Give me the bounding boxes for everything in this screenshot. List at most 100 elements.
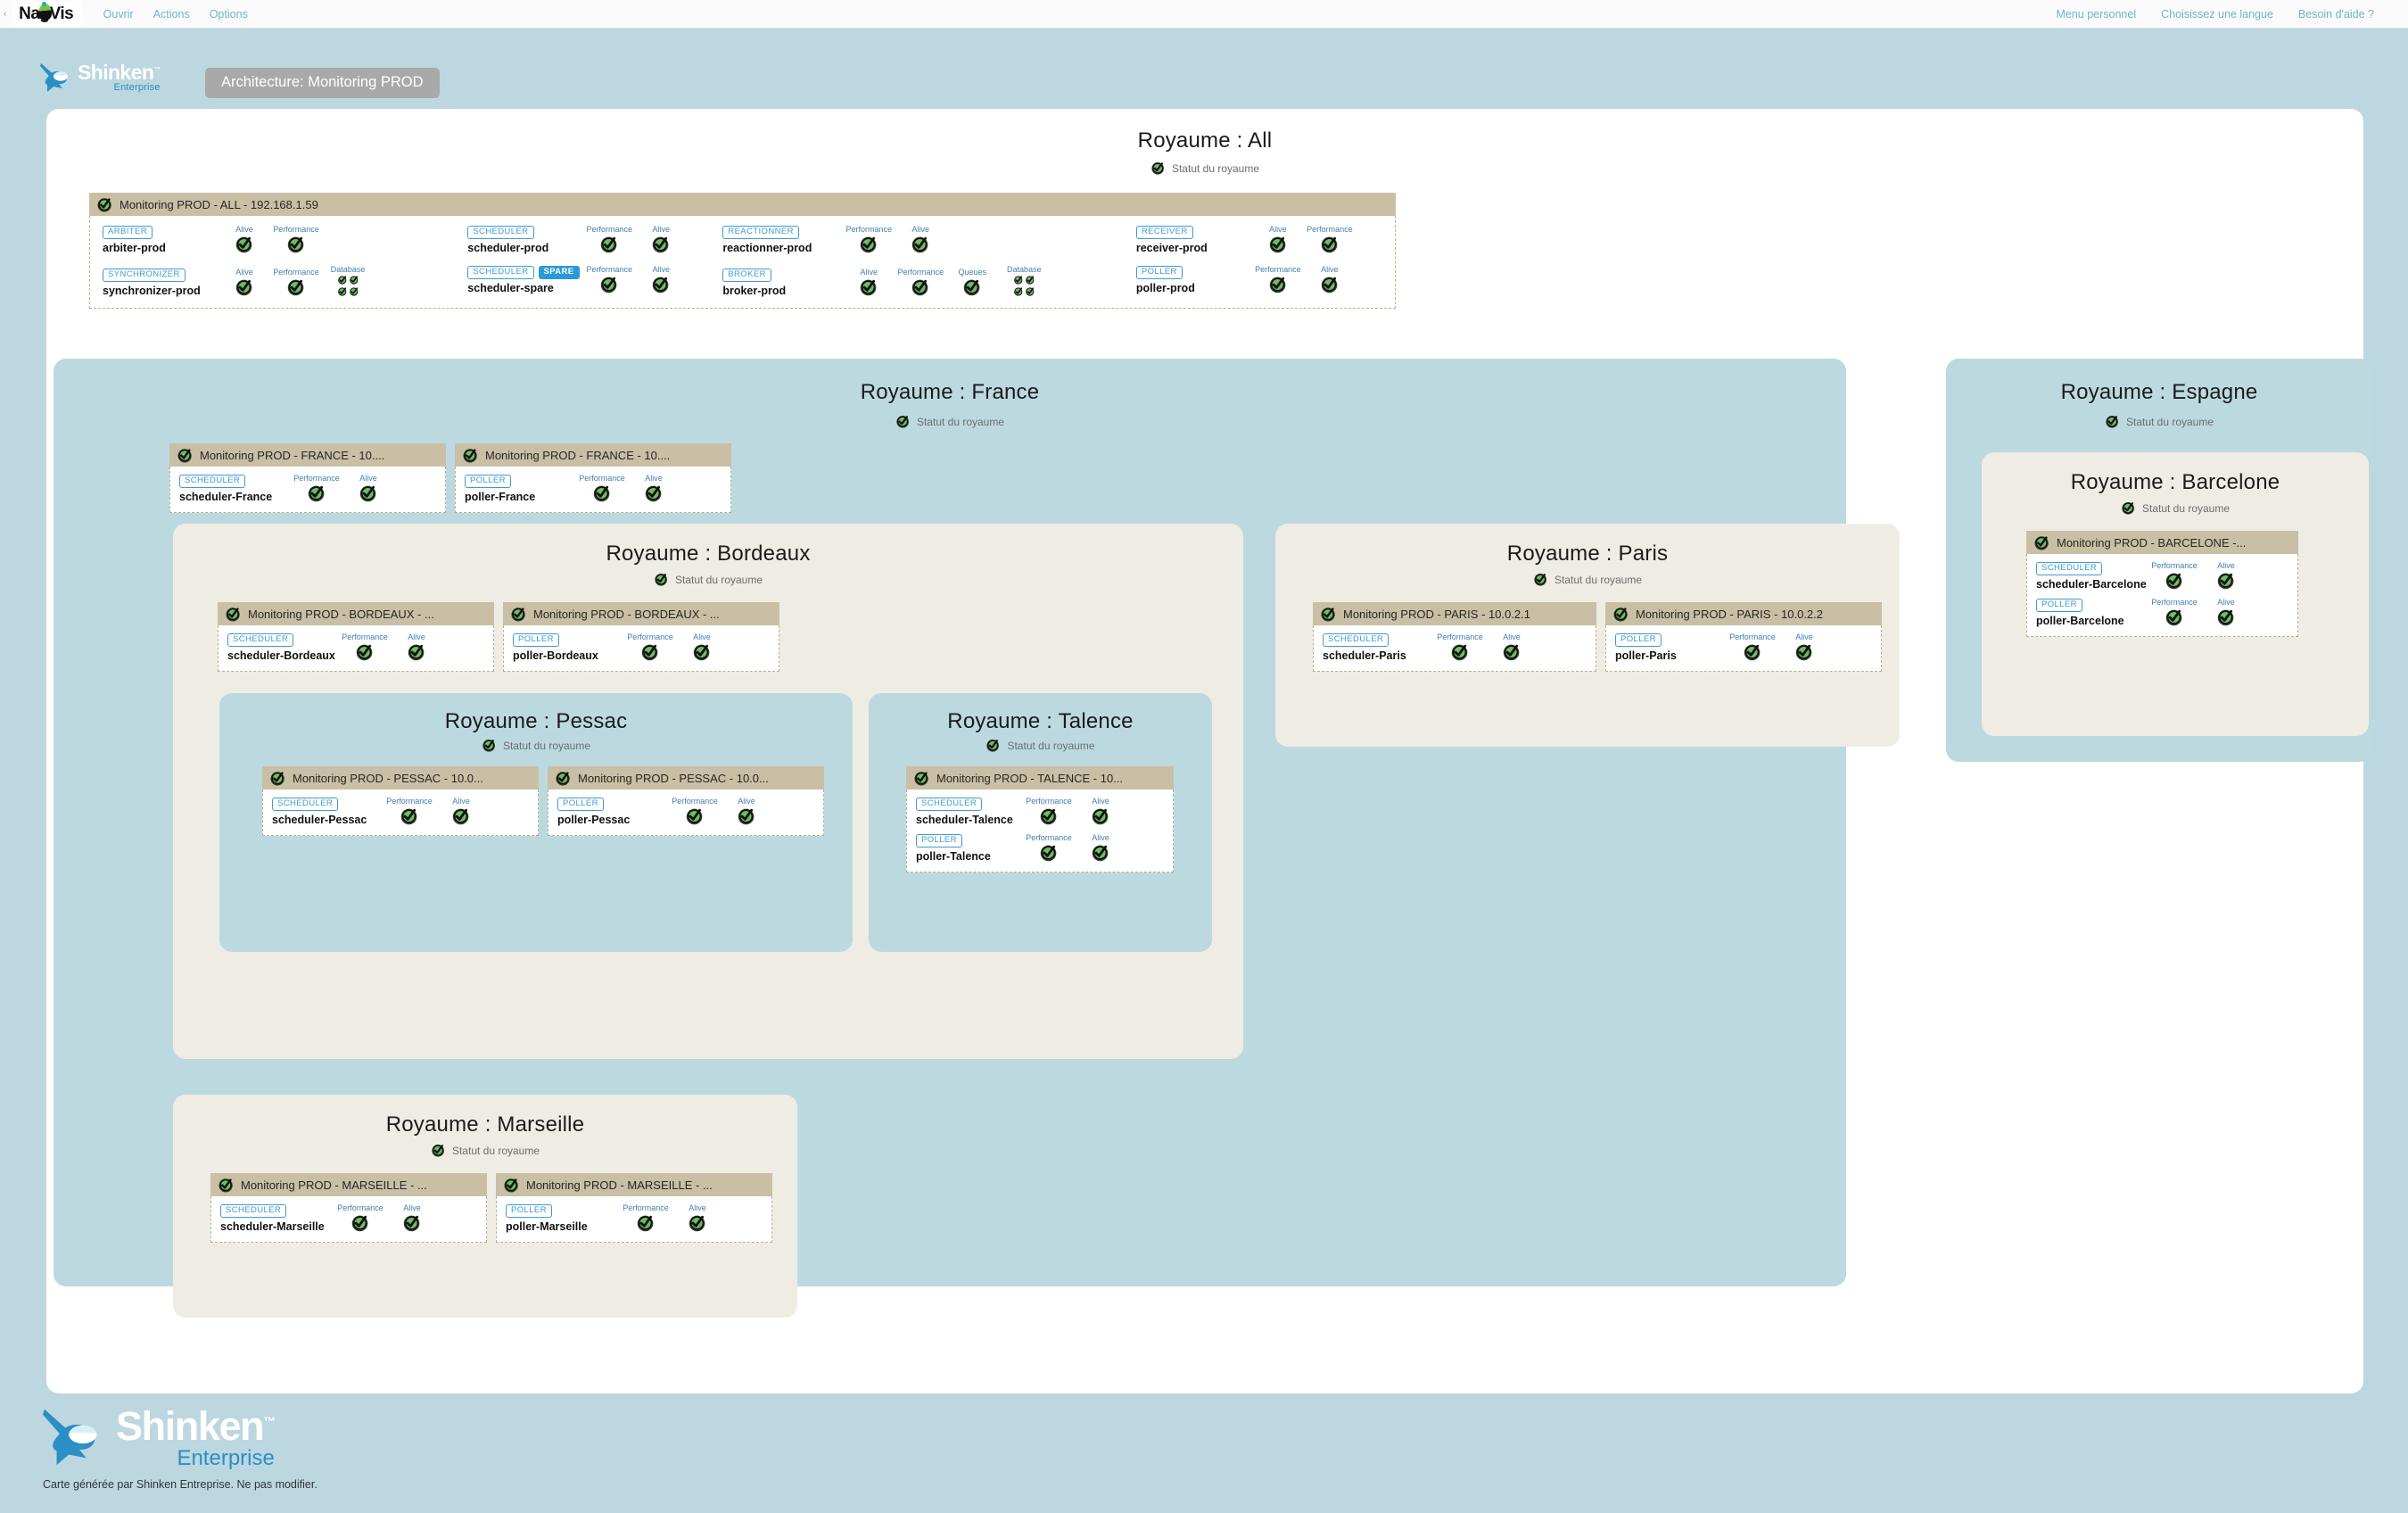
host-card-header[interactable]: Monitoring PROD - ALL - 192.168.1.59 (89, 193, 1396, 216)
host-card-header[interactable]: Monitoring PROD - MARSEILLE - ... (496, 1173, 772, 1196)
metric-performance[interactable]: Performance (1023, 797, 1075, 826)
host-card-header[interactable]: Monitoring PROD - FRANCE - 10.... (455, 443, 731, 467)
metric-alive[interactable]: Alive (435, 797, 487, 826)
nagvis-logo[interactable]: NagVis (11, 0, 81, 28)
service-identity[interactable]: SCHEDULER scheduler-France (179, 474, 291, 503)
metric-alive[interactable]: Alive (1075, 833, 1126, 863)
metric-performance[interactable]: Performance (895, 268, 946, 297)
royaume-status[interactable]: Statut du royaume (173, 1143, 797, 1158)
metric-alive[interactable]: Alive (342, 474, 394, 503)
royaume-france[interactable]: Royaume : France Statut du royaume Monit… (54, 359, 1900, 1318)
royaume-barcelone[interactable]: Royaume : Barcelone Statut du royaume Mo… (1982, 452, 2369, 736)
service-identity[interactable]: SCHEDULER scheduler-Talence (916, 797, 1023, 826)
royaume-pessac[interactable]: Royaume : Pessac Statut du royaume Monit… (219, 693, 853, 952)
host-card[interactable]: Monitoring PROD - MARSEILLE - ... POLLER… (496, 1173, 772, 1243)
host-card[interactable]: Monitoring PROD - MARSEILLE - ... SCHEDU… (210, 1173, 487, 1243)
service-identity[interactable]: SCHEDULER scheduler-prod (467, 225, 583, 254)
metric-alive[interactable]: Alive (1778, 632, 1830, 662)
host-card[interactable]: Monitoring PROD - PARIS - 10.0.2.2 POLLE… (1605, 602, 1882, 672)
royaume-status[interactable]: Statut du royaume (869, 738, 1212, 753)
host-card[interactable]: Monitoring PROD - FRANCE - 10.... SCHEDU… (169, 443, 446, 513)
menu-item-ouvrir[interactable]: Ouvrir (103, 7, 134, 21)
host-card-header[interactable]: Monitoring PROD - MARSEILLE - ... (210, 1173, 487, 1196)
metric-performance[interactable]: Performance (383, 797, 435, 826)
metric-alive[interactable]: Alive (672, 1203, 723, 1233)
menu-item-actions[interactable]: Actions (153, 7, 190, 21)
royaume-espagne[interactable]: Royaume : Espagne Statut du royaume Roya… (1946, 359, 2372, 762)
metric-database[interactable]: Database (998, 265, 1050, 297)
metric-performance[interactable]: Performance (624, 632, 676, 662)
service-identity[interactable]: REACTIONNER reactionner-prod (722, 225, 843, 254)
metric-alive[interactable]: Alive (628, 474, 680, 503)
service-identity[interactable]: POLLER poller-France (465, 474, 576, 503)
metric-alive[interactable]: Alive (219, 268, 270, 297)
metric-alive[interactable]: Alive (721, 797, 772, 826)
service-identity[interactable]: ARBITER arbiter-prod (103, 225, 219, 254)
metric-alive[interactable]: Alive (2200, 561, 2252, 591)
service-identity[interactable]: POLLER poller-Bordeaux (513, 632, 624, 662)
host-card-header[interactable]: Monitoring PROD - BARCELONE -... (2026, 531, 2298, 554)
host-card[interactable]: Monitoring PROD - PESSAC - 10.0... SCHED… (262, 766, 539, 836)
metric-performance[interactable]: Performance (339, 632, 391, 662)
host-card[interactable]: Monitoring PROD - BARCELONE -... SCHEDUL… (2026, 531, 2298, 637)
service-identity[interactable]: SYNCHRONIZER synchronizer-prod (103, 268, 219, 297)
metric-performance[interactable]: Performance (583, 265, 635, 294)
metric-performance[interactable]: Performance (1434, 632, 1486, 662)
metric-alive[interactable]: Alive (676, 632, 728, 662)
metric-performance[interactable]: Performance (2148, 561, 2200, 591)
service-identity[interactable]: POLLER poller-Pessac (557, 797, 669, 826)
collapse-arrow-icon[interactable]: ‹ (4, 8, 7, 20)
host-card-header[interactable]: Monitoring PROD - BORDEAUX - ... (503, 602, 779, 625)
metric-database[interactable]: Database (322, 265, 374, 297)
royaume-status[interactable]: Statut du royaume (54, 414, 1846, 429)
royaume-paris[interactable]: Royaume : Paris Statut du royaume Monito… (1275, 524, 1900, 747)
menu-item-options[interactable]: Options (209, 7, 248, 21)
royaume-status[interactable]: Statut du royaume (1946, 414, 2372, 429)
host-card-header[interactable]: Monitoring PROD - PARIS - 10.0.2.2 (1605, 602, 1882, 625)
service-identity[interactable]: BROKER broker-prod (722, 268, 843, 297)
royaume-marseille[interactable]: Royaume : Marseille Statut du royaume Mo… (173, 1095, 797, 1318)
metric-performance[interactable]: Performance (2148, 598, 2200, 627)
royaume-status[interactable]: Statut du royaume (219, 738, 853, 753)
service-identity[interactable]: SCHEDULER scheduler-Paris (1323, 632, 1434, 662)
metric-alive[interactable]: Alive (391, 632, 442, 662)
metric-performance[interactable]: Performance (1023, 833, 1075, 863)
metric-alive[interactable]: Alive (843, 268, 895, 297)
host-card[interactable]: Monitoring PROD - BORDEAUX - ... SCHEDUL… (218, 602, 494, 672)
metric-performance[interactable]: Performance (1727, 632, 1778, 662)
metric-performance[interactable]: Performance (583, 225, 635, 254)
host-card-all[interactable]: Monitoring PROD - ALL - 192.168.1.59 ARB… (89, 193, 1396, 309)
metric-alive[interactable]: Alive (1486, 632, 1538, 662)
metric-alive[interactable]: Alive (1304, 265, 1356, 294)
metric-performance[interactable]: Performance (291, 474, 342, 503)
royaume-status[interactable]: Statut du royaume (1275, 572, 1900, 587)
host-card[interactable]: Monitoring PROD - PESSAC - 10.0... POLLE… (548, 766, 824, 836)
metric-performance[interactable]: Performance (576, 474, 628, 503)
service-identity[interactable]: POLLER poller-Talence (916, 833, 1023, 863)
metric-queues[interactable]: Queues (946, 268, 998, 297)
royaume-status[interactable]: Statut du royaume (1982, 500, 2369, 516)
service-identity[interactable]: SCHEDULER scheduler-Pessac (272, 797, 383, 826)
host-card[interactable]: Monitoring PROD - TALENCE - 10... SCHEDU… (906, 766, 1174, 872)
service-identity[interactable]: SCHEDULER scheduler-Barcelone (2036, 561, 2148, 591)
menu-item-choose-language[interactable]: Choisissez une langue (2161, 7, 2273, 21)
metric-alive[interactable]: Alive (219, 225, 270, 254)
metric-performance[interactable]: Performance (669, 797, 721, 826)
metric-alive[interactable]: Alive (386, 1203, 438, 1233)
host-card-header[interactable]: Monitoring PROD - PESSAC - 10.0... (262, 766, 539, 790)
host-card-header[interactable]: Monitoring PROD - PESSAC - 10.0... (548, 766, 824, 790)
metric-alive[interactable]: Alive (2200, 598, 2252, 627)
host-card-header[interactable]: Monitoring PROD - FRANCE - 10.... (169, 443, 446, 467)
host-card-header[interactable]: Monitoring PROD - TALENCE - 10... (906, 766, 1174, 790)
service-identity[interactable]: RECEIVER receiver-prod (1135, 225, 1252, 254)
host-card-header[interactable]: Monitoring PROD - PARIS - 10.0.2.1 (1313, 602, 1596, 625)
metric-performance[interactable]: Performance (270, 225, 322, 254)
metric-performance[interactable]: Performance (334, 1203, 386, 1233)
service-identity[interactable]: SCHEDULER scheduler-Marseille (220, 1203, 334, 1233)
service-identity[interactable]: POLLER poller-Marseille (506, 1203, 620, 1233)
metric-alive[interactable]: Alive (895, 225, 946, 254)
royaume-bordeaux[interactable]: Royaume : Bordeaux Statut du royaume Mon… (173, 524, 1243, 1059)
host-card[interactable]: Monitoring PROD - FRANCE - 10.... POLLER… (455, 443, 731, 513)
service-identity[interactable]: POLLER poller-Barcelone (2036, 598, 2148, 627)
metric-performance[interactable]: Performance (270, 268, 322, 297)
